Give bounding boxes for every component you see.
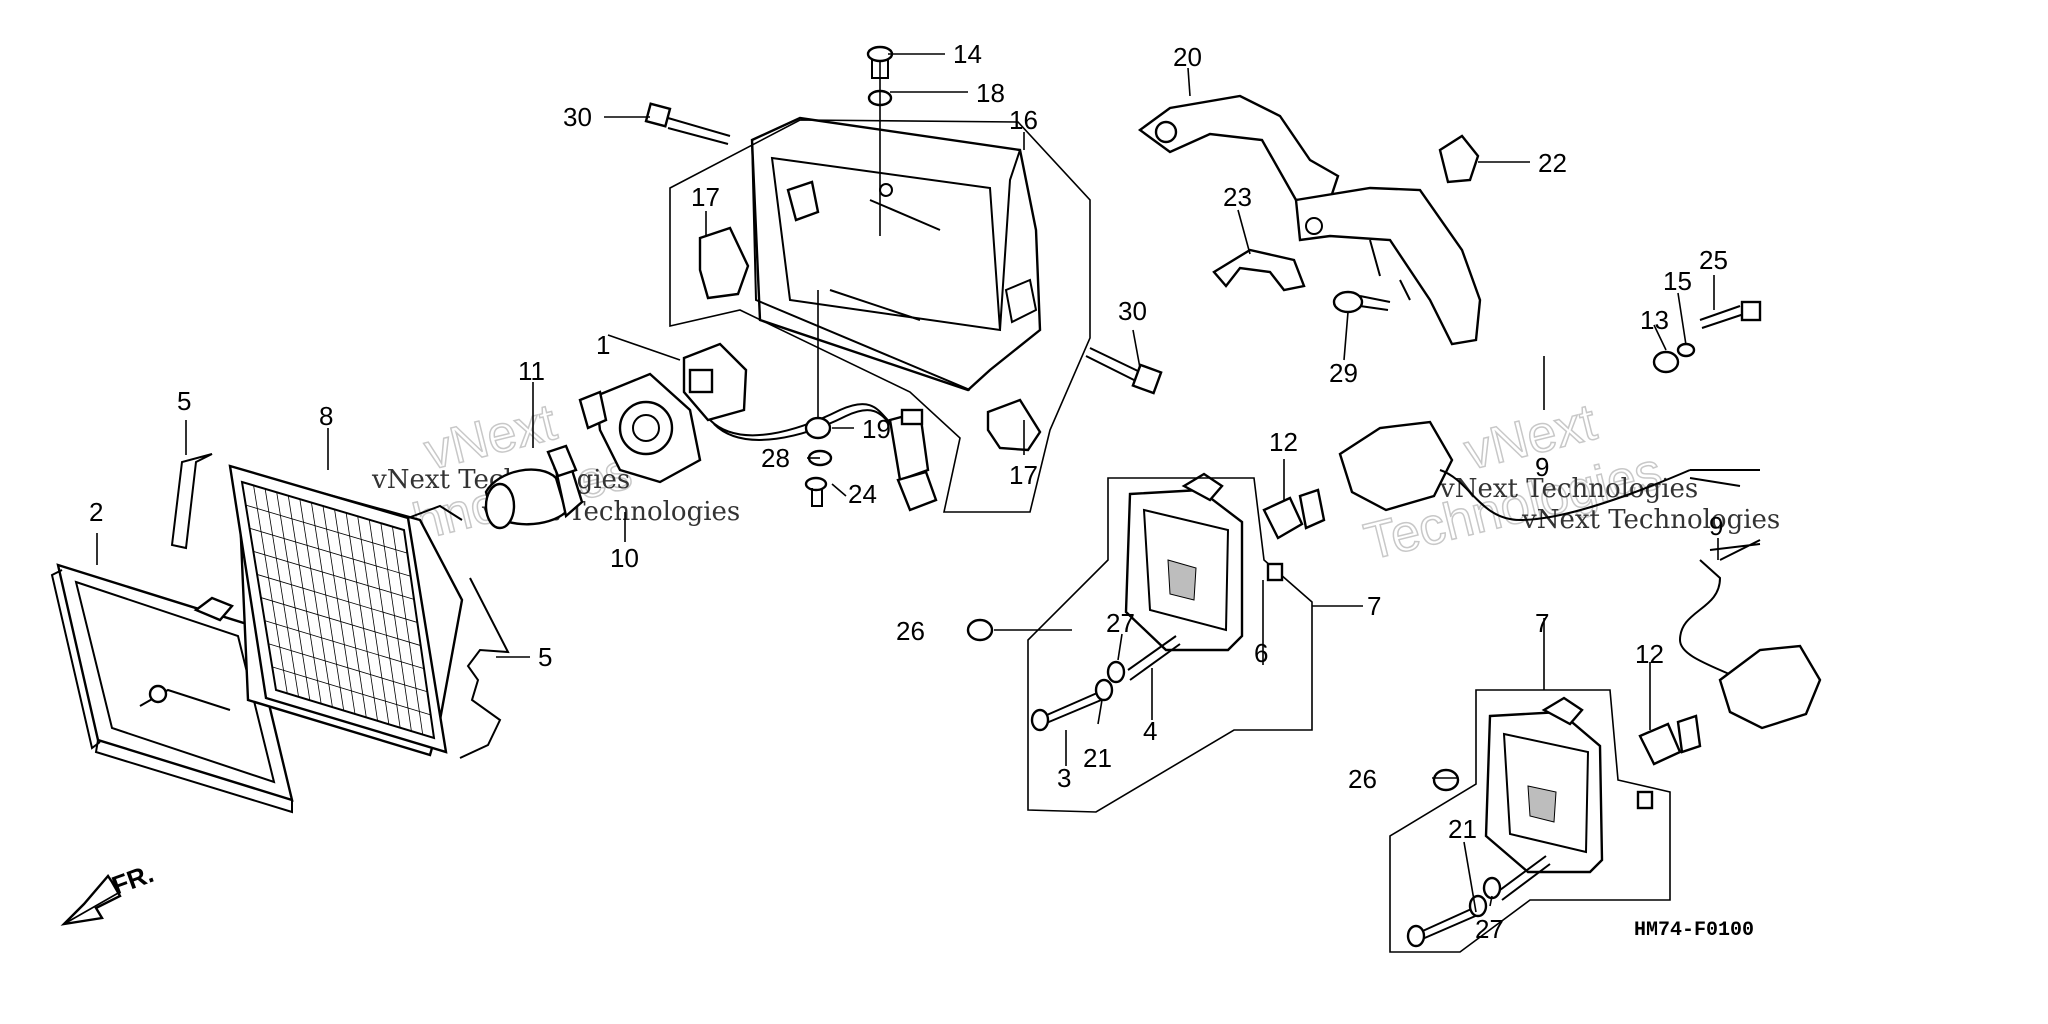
- headlight-rim: [50, 563, 294, 814]
- bolt-29: [1332, 290, 1391, 314]
- callout-25: 25: [1699, 245, 1728, 275]
- fog-socket-upper: [1338, 420, 1760, 522]
- fog-lower-frame: [1389, 689, 1671, 953]
- fog-light-lower: [1484, 696, 1604, 874]
- spring-clip-upper: [170, 453, 213, 550]
- callout-26-upper: 26: [896, 616, 925, 646]
- callout-1: 1: [596, 330, 610, 360]
- clamp-23: [1212, 248, 1306, 292]
- callout-5-upper: 5: [177, 386, 191, 416]
- fog-light-upper: [1124, 472, 1244, 652]
- callout-28: 28: [761, 443, 790, 473]
- fog-bulb-lower: [1638, 714, 1702, 766]
- callout-13: 13: [1640, 305, 1669, 335]
- callout-17-lower: 17: [1009, 460, 1038, 490]
- callout-17-upper: 17: [691, 182, 720, 212]
- washer-27-lower: [1482, 876, 1502, 900]
- front-marker-label: FR.: [108, 858, 158, 901]
- nut-19: [804, 416, 832, 440]
- spacer-15: [1676, 342, 1696, 358]
- headlight-case: [750, 116, 1042, 392]
- callout-labels: 1 2 3 4 5 5 6 7 7 8 9 9 10 11 12 12 13 1…: [89, 39, 1728, 944]
- spring-clip-lower: [459, 577, 510, 759]
- callout-23: 23: [1223, 182, 1252, 212]
- clip-17-lower: [986, 398, 1042, 452]
- washer-27-upper: [1106, 660, 1126, 684]
- sealed-beam-unit: [228, 464, 464, 757]
- callout-11: 11: [518, 356, 545, 386]
- callout-7-upper: 7: [1367, 591, 1381, 621]
- fog-bulb-upper: [1262, 488, 1326, 540]
- watermark-right-small-a: vNext Technologies: [1439, 474, 1698, 504]
- callout-15: 15: [1663, 266, 1692, 296]
- callout-8: 8: [319, 401, 333, 431]
- callout-16: 16: [1009, 105, 1038, 135]
- bolt-25: [1699, 300, 1762, 329]
- headlight-bulb: [484, 444, 584, 530]
- fog-socket-lower: [1718, 644, 1822, 730]
- callout-19: 19: [862, 414, 891, 444]
- callout-9-lower: 9: [1709, 511, 1723, 541]
- callout-22: 22: [1538, 148, 1567, 178]
- nut-13: [1652, 350, 1680, 374]
- headlight-bracket: [1137, 94, 1482, 346]
- bolt-30-upper: [644, 102, 731, 145]
- screw-3-upper: [1030, 689, 1107, 732]
- screw-24: [804, 476, 828, 507]
- spring-4-lower: [1499, 855, 1551, 901]
- screw-3-lower: [1406, 905, 1481, 948]
- bolt-30-right: [1085, 347, 1163, 395]
- callout-10: 10: [610, 543, 639, 573]
- grommet-22: [1438, 134, 1480, 184]
- wire-connector-24-area: [888, 408, 938, 512]
- callout-26-lower: 26: [1348, 764, 1377, 794]
- callout-6-upper: 6: [1254, 638, 1268, 668]
- leader-lines: [96, 53, 1719, 913]
- callout-21-lower: 21: [1448, 814, 1477, 844]
- fog-upper-frame: [1027, 477, 1313, 813]
- callout-29: 29: [1329, 358, 1358, 388]
- callout-27-lower: 27: [1475, 914, 1504, 944]
- callout-27-upper: 27: [1106, 608, 1135, 638]
- callout-12-upper: 12: [1269, 427, 1298, 457]
- watermark-right-small-b: vNext Technologies: [1521, 505, 1780, 535]
- nut-26-upper: [966, 618, 994, 642]
- callout-24: 24: [848, 479, 877, 509]
- spacer-6-upper: [1266, 562, 1284, 582]
- callout-14: 14: [953, 39, 982, 69]
- washer-21-lower: [1468, 894, 1488, 918]
- callout-30-upper: 30: [563, 102, 592, 132]
- nut-26-lower: [1432, 768, 1460, 792]
- callout-4-upper: 4: [1143, 716, 1157, 746]
- spring-4-upper: [1127, 635, 1181, 681]
- callout-18: 18: [976, 78, 1005, 108]
- callout-7-lower: 7: [1535, 608, 1549, 638]
- callout-20: 20: [1173, 42, 1202, 72]
- clip-17-upper: [698, 226, 750, 300]
- callout-3-upper: 3: [1057, 763, 1071, 793]
- bulb-socket-cover: [578, 372, 702, 484]
- callout-5-lower: 5: [538, 642, 552, 672]
- washer-21-upper: [1094, 678, 1114, 702]
- diagram-code: HM74-F0100: [1634, 919, 1754, 942]
- headlight-connector: [682, 342, 905, 441]
- callout-12-lower: 12: [1635, 639, 1664, 669]
- callout-9-upper: 9: [1535, 452, 1549, 482]
- spacer-6-lower: [1636, 790, 1654, 810]
- callout-30-right: 30: [1118, 296, 1147, 326]
- callout-21-upper: 21: [1083, 743, 1112, 773]
- front-direction-arrow: FR.: [60, 858, 158, 926]
- callout-2: 2: [89, 497, 103, 527]
- case-outline-frame: [669, 119, 1091, 513]
